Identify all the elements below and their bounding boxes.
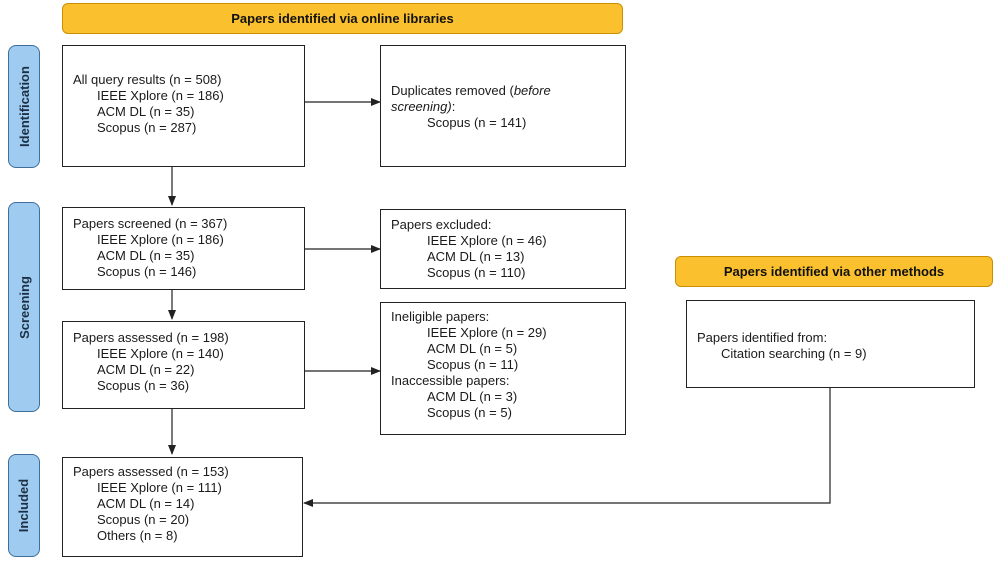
ineligible-item: IEEE Xplore (n = 29) xyxy=(427,325,547,340)
included-item: ACM DL (n = 14) xyxy=(97,496,195,511)
included-box: Papers assessed (n = 153) IEEE Xplore (n… xyxy=(62,457,303,557)
assessed-item: ACM DL (n = 22) xyxy=(97,362,195,377)
inaccessible-item: ACM DL (n = 3) xyxy=(427,389,518,404)
phase-identification: Identification xyxy=(8,45,40,168)
screened-title: Papers screened (n = 367) xyxy=(73,216,228,231)
phase-screening: Screening xyxy=(8,202,40,412)
identification-item: IEEE Xplore (n = 186) xyxy=(97,88,224,103)
duplicates-box: Duplicates removed (before screening): S… xyxy=(380,45,626,167)
excluded-box: Papers excluded: IEEE Xplore (n = 46) AC… xyxy=(380,209,626,289)
ineligible-item: Scopus (n = 11) xyxy=(427,357,519,372)
ineligible-box: Ineligible papers: IEEE Xplore (n = 29) … xyxy=(380,302,626,435)
header-other-methods-label: Papers identified via other methods xyxy=(723,264,945,279)
other-methods-box: Papers identified from: Citation searchi… xyxy=(686,300,975,388)
duplicates-title-line2: screening): xyxy=(391,99,456,114)
assessed-item: Scopus (n = 36) xyxy=(97,378,190,393)
duplicates-item: Scopus (n = 141) xyxy=(427,115,527,130)
excluded-title: Papers excluded: xyxy=(391,217,492,232)
duplicates-title: Duplicates removed (before xyxy=(391,83,551,98)
inaccessible-title: Inaccessible papers: xyxy=(391,373,510,388)
screened-item: ACM DL (n = 35) xyxy=(97,248,195,263)
excluded-item: IEEE Xplore (n = 46) xyxy=(427,233,547,248)
included-item: Scopus (n = 20) xyxy=(97,512,190,527)
included-title: Papers assessed (n = 153) xyxy=(73,464,229,479)
inaccessible-item: Scopus (n = 5) xyxy=(427,405,512,420)
included-item: IEEE Xplore (n = 111) xyxy=(97,480,222,495)
screened-item: Scopus (n = 146) xyxy=(97,264,197,279)
included-item: Others (n = 8) xyxy=(97,528,178,543)
header-other-methods: Papers identified via other methods xyxy=(675,256,993,287)
identification-item: Scopus (n = 287) xyxy=(97,120,197,135)
assessed-box: Papers assessed (n = 198) IEEE Xplore (n… xyxy=(62,321,305,409)
header-online-libraries-label: Papers identified via online libraries xyxy=(231,11,454,26)
other-methods-title: Papers identified from: xyxy=(697,330,828,345)
screened-item: IEEE Xplore (n = 186) xyxy=(97,232,224,247)
excluded-item: ACM DL (n = 13) xyxy=(427,249,525,264)
arrow-other-to-included xyxy=(303,388,831,507)
assessed-item: IEEE Xplore (n = 140) xyxy=(97,346,224,361)
excluded-item: Scopus (n = 110) xyxy=(427,265,526,280)
phase-identification-label: Identification xyxy=(16,66,32,147)
assessed-title: Papers assessed (n = 198) xyxy=(73,330,229,345)
screened-box: Papers screened (n = 367) IEEE Xplore (n… xyxy=(62,207,305,290)
identification-item: ACM DL (n = 35) xyxy=(97,104,195,119)
identification-title: All query results (n = 508) xyxy=(73,72,222,87)
phase-included-label: Included xyxy=(16,478,32,533)
ineligible-item: ACM DL (n = 5) xyxy=(427,341,518,356)
other-methods-item: Citation searching (n = 9) xyxy=(721,346,867,361)
header-online-libraries: Papers identified via online libraries xyxy=(62,3,623,34)
ineligible-title: Ineligible papers: xyxy=(391,309,490,324)
phase-screening-label: Screening xyxy=(16,275,32,339)
identification-box: All query results (n = 508) IEEE Xplore … xyxy=(62,45,305,167)
phase-included: Included xyxy=(8,454,40,557)
